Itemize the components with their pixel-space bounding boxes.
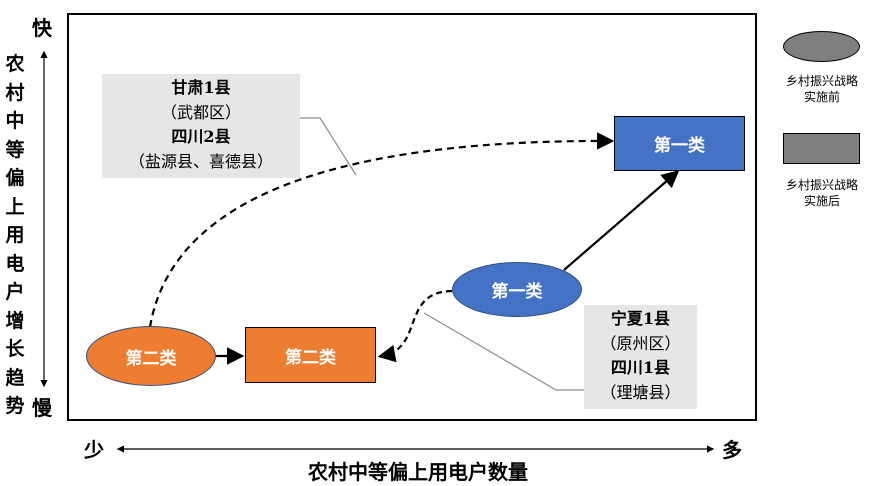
annotation-left-line2: （武都区） xyxy=(160,102,241,122)
node-after-class2: 第二类 xyxy=(245,327,376,383)
leader-line-left xyxy=(300,117,357,176)
legend-after-text: 乡村振兴战略 实施后 xyxy=(772,177,872,209)
annotation-left-line1: 甘肃1县 xyxy=(171,78,231,97)
legend-rect-swatch xyxy=(783,133,860,164)
y-axis-title: 农村中等偏上用电户增长趋势 xyxy=(5,53,25,417)
annotation-right-line3: 四川1县 xyxy=(610,358,671,377)
y-axis-slow-label: 慢 xyxy=(32,396,52,420)
x-axis-many-label: 多 xyxy=(722,438,742,462)
annotation-left-line4: （盐源县、喜德县） xyxy=(128,151,273,171)
arrow-ellipse-to-rect-class1 xyxy=(563,170,680,271)
y-axis-fast-label: 快 xyxy=(32,16,52,40)
annotation-left: 甘肃1县 （武都区） 四川2县 （盐源县、喜德县） xyxy=(102,74,300,178)
x-axis-title: 农村中等偏上用电户数量 xyxy=(308,460,528,484)
legend-after-line1: 乡村振兴战略 xyxy=(785,178,858,192)
legend-before-line1: 乡村振兴战略 xyxy=(785,74,858,88)
annotation-right: 宁夏1县 （原州区） 四川1县 （理塘县） xyxy=(584,305,697,409)
legend-after-line2: 实施后 xyxy=(803,194,840,208)
dashed-arrow-class1-to-class2 xyxy=(377,289,453,363)
leader-line-right xyxy=(423,312,585,391)
legend-before-line2: 实施前 xyxy=(803,90,840,104)
annotation-right-line1: 宁夏1县 xyxy=(610,309,671,328)
annotation-left-line3: 四川2县 xyxy=(171,127,231,146)
plot-frame xyxy=(67,13,757,421)
node-before-class2: 第二类 xyxy=(86,326,216,386)
node-before-class1: 第一类 xyxy=(452,262,582,317)
legend-ellipse-swatch xyxy=(783,31,860,62)
annotation-right-line2: （原州区） xyxy=(600,333,681,353)
legend-before-text: 乡村振兴战略 实施前 xyxy=(772,73,872,105)
annotation-right-line4: （理塘县） xyxy=(600,382,681,402)
x-axis-few-label: 少 xyxy=(84,438,104,462)
node-after-class1: 第一类 xyxy=(614,116,745,171)
